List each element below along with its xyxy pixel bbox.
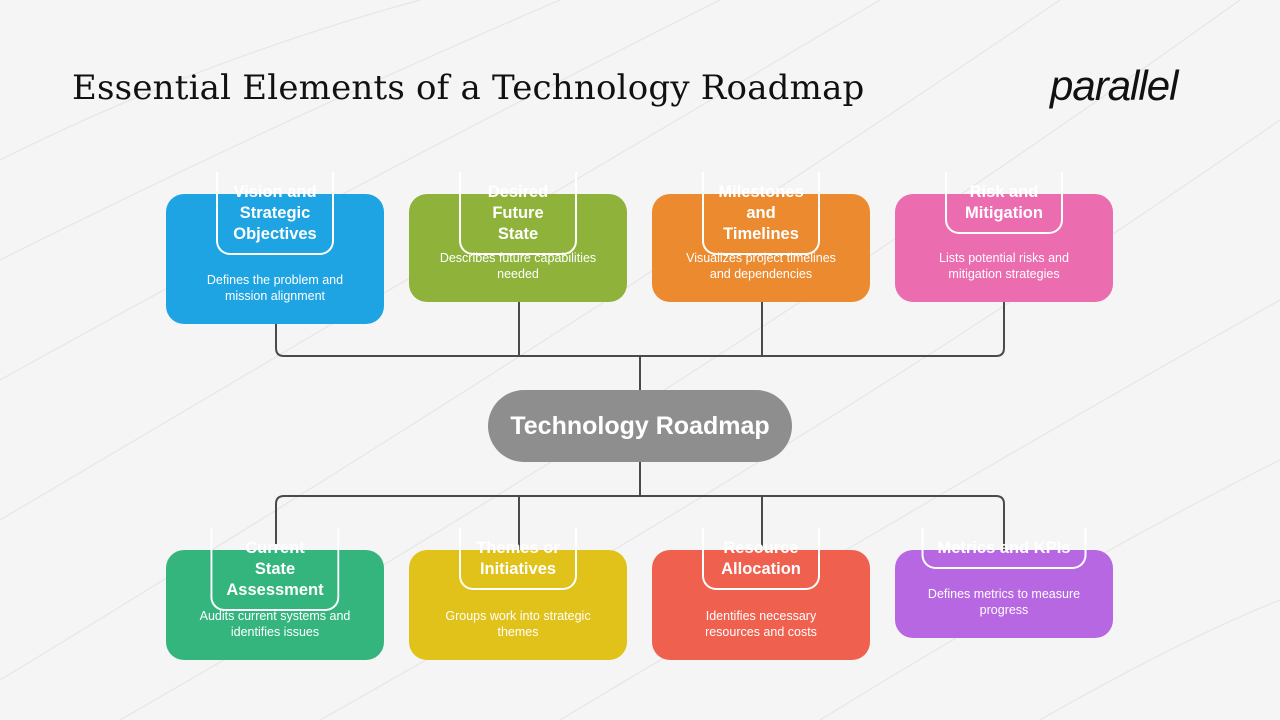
card-vision-title: Vision and Strategic Objectives — [216, 172, 334, 255]
card-milestones-title: Milestones and Timelines — [702, 172, 820, 255]
center-label: Technology Roadmap — [510, 411, 770, 440]
card-metrics-description: Defines metrics to measure progress — [927, 587, 1081, 617]
card-future-state-description: Describes future capabilities needed — [439, 251, 597, 281]
card-metrics-title: Metrics and KPIs — [921, 528, 1087, 569]
card-risk-description: Lists potential risks and mitigation str… — [939, 251, 1069, 281]
card-themes: Themes or Initiatives Groups work into s… — [409, 528, 627, 660]
card-milestones-description: Visualizes project timelines and depende… — [686, 251, 836, 281]
bottom-connector — [275, 495, 1005, 550]
card-vision: Vision and Strategic Objectives Defines … — [166, 172, 384, 324]
card-future-state-title: Desired Future State — [459, 172, 577, 255]
card-resources-title: Resource Allocation — [702, 528, 820, 590]
card-future-state: Desired Future State Describes future ca… — [409, 172, 627, 302]
page-title: Essential Elements of a Technology Roadm… — [72, 68, 865, 108]
top-connector — [275, 302, 1005, 357]
card-themes-description: Groups work into strategic themes — [445, 609, 591, 639]
card-resources: Resource Allocation Identifies necessary… — [652, 528, 870, 660]
card-current-state-title: Current State Assessment — [210, 528, 340, 611]
card-vision-description: Defines the problem and mission alignmen… — [206, 273, 344, 303]
card-themes-title: Themes or Initiatives — [459, 528, 577, 590]
center-node: Technology Roadmap — [488, 390, 792, 462]
card-metrics: Metrics and KPIs Defines metrics to meas… — [895, 528, 1113, 638]
parallel-logo: parallel — [1050, 62, 1178, 109]
card-risk: Risk and Mitigation Lists potential risk… — [895, 172, 1113, 302]
card-resources-description: Identifies necessary resources and costs — [705, 609, 817, 639]
card-milestones: Milestones and Timelines Visualizes proj… — [652, 172, 870, 302]
card-current-state-description: Audits current systems and identifies is… — [199, 609, 351, 639]
card-current-state: Current State Assessment Audits current … — [166, 528, 384, 660]
card-risk-title: Risk and Mitigation — [945, 172, 1063, 234]
